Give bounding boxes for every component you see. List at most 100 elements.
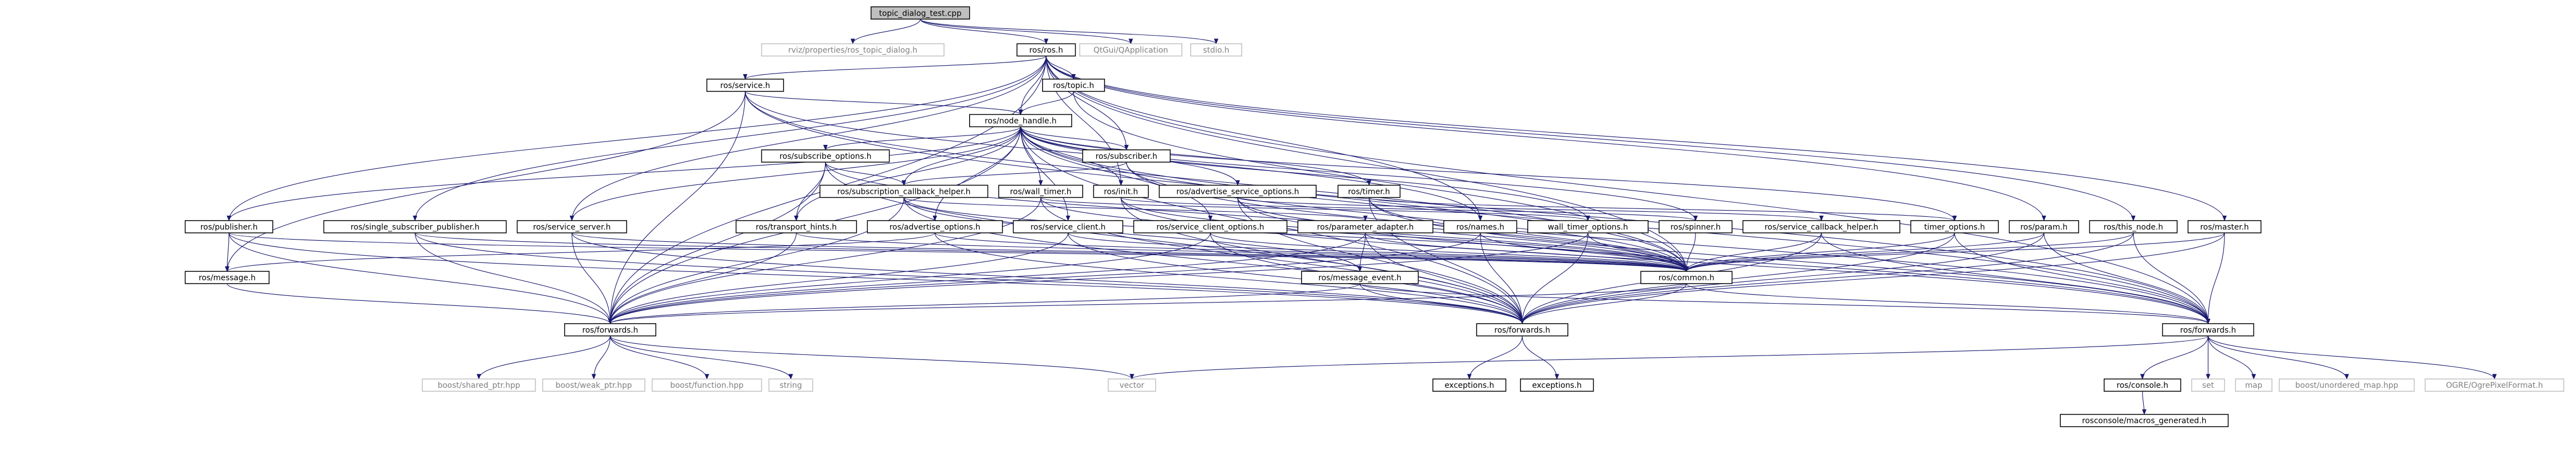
node-ros-timer[interactable]: ros/timer.h [1337, 184, 1401, 198]
node-box [706, 79, 784, 92]
edge-ros-publisher-to-ros-forwards-b [228, 232, 1524, 324]
node-ros-single-sub-pub[interactable]: ros/single_subscriber_publisher.h [323, 220, 507, 233]
edge-ros-master-to-ros-forwards-b [1520, 232, 2225, 324]
node-ros-master[interactable]: ros/master.h [2187, 220, 2262, 233]
node-ros-service[interactable]: ros/service.h [706, 79, 784, 92]
node-exceptions-a[interactable]: exceptions.h [1432, 378, 1507, 392]
edge-ros-message-event-to-ros-forwards-b [1360, 283, 1524, 324]
edge-root-to-ros-ros [920, 19, 1049, 45]
edge-ros-forwards-a-to-boost-weak [592, 335, 611, 380]
node-box [1301, 271, 1419, 284]
node-stdio: stdio.h [1190, 43, 1243, 57]
node-ros-param[interactable]: ros/param.h [2008, 220, 2079, 233]
node-ros-forwards-b[interactable]: ros/forwards.h [1476, 323, 1568, 337]
edge-ros-timer-to-ros-timer-opts [1368, 197, 1957, 221]
node-ros-publisher[interactable]: ros/publisher.h [184, 220, 273, 233]
node-ros-subscribe-options[interactable]: ros/subscribe_options.h [761, 149, 890, 163]
node-ros-transport-hints[interactable]: ros/transport_hints.h [735, 220, 857, 233]
node-box [1658, 220, 1733, 233]
edge-ros-timer-to-ros-common [1368, 197, 1689, 272]
node-label: rviz/properties/ros_topic_dialog.h [788, 46, 917, 55]
node-root[interactable]: topic_dialog_test.cpp [871, 6, 970, 20]
edge-ros-srv-client-opts-to-ros-forwards-a [608, 232, 1211, 324]
node-ros-sub-cb-helper[interactable]: ros/subscription_callback_helper.h [819, 184, 989, 198]
node-ros-message[interactable]: ros/message.h [184, 271, 270, 284]
edge-ros-common-to-ros-forwards-b [1520, 283, 1687, 324]
node-label: string [780, 381, 802, 390]
edge-ros-this-node-to-ros-common [1684, 232, 2134, 272]
edge-ros-topic-to-ros-node-handle [1018, 91, 1074, 115]
node-ros-param-adapter[interactable]: ros/parameter_adapter.h [1297, 220, 1434, 233]
edge-ros-subscribe-options-to-ros-forwards-a [608, 162, 826, 324]
edge-ros-adv-srv-opts-to-ros-srv-cb-helper [1237, 197, 1824, 221]
edge-ros-publisher-to-ros-forwards-a [228, 232, 613, 324]
node-ros-ros[interactable]: ros/ros.h [1016, 43, 1076, 57]
node-qtgui: QtGui/QApplication [1079, 43, 1182, 57]
edge-ros-message-to-ros-forwards-a [227, 283, 613, 324]
node-ros-console[interactable]: ros/console.h [2104, 378, 2182, 392]
edge-ros-publisher-to-ros-common [228, 232, 1689, 272]
node-ros-names[interactable]: ros/names.h [1443, 220, 1517, 233]
node-ros-spinner[interactable]: ros/spinner.h [1658, 220, 1733, 233]
node-ros-common[interactable]: ros/common.h [1640, 271, 1733, 284]
node-string: string [768, 378, 813, 392]
edge-ros-single-sub-pub-to-ros-common [414, 232, 1689, 272]
edge-ros-service-server-to-ros-common [571, 232, 1689, 272]
node-label: ros/advertise_service_options.h [1176, 187, 1299, 196]
node-label: boost/function.hpp [670, 381, 744, 390]
node-box [761, 149, 890, 163]
node-ros-service-server[interactable]: ros/service_server.h [516, 220, 627, 233]
node-label: ros/subscription_callback_helper.h [837, 187, 970, 196]
node-ros-node-handle[interactable]: ros/node_handle.h [969, 114, 1072, 128]
node-ros-srv-client-opts[interactable]: ros/service_client_options.h [1133, 220, 1288, 233]
node-ros-wall-timer-opts[interactable]: wall_timer_options.h [1527, 220, 1649, 233]
edge-ros-ros-to-ros-publisher [227, 56, 1047, 221]
edge-ros-message-event-to-ros-forwards-a [608, 283, 1361, 324]
edge-ros-subscribe-options-to-ros-common [825, 162, 1689, 272]
node-ogre: OGRE/OgrePixelFormat.h [2425, 378, 2564, 392]
node-label: ros/ros.h [1029, 46, 1063, 55]
node-ros-adv-srv-opts[interactable]: ros/advertise_service_options.h [1159, 184, 1317, 198]
node-box [2279, 378, 2415, 392]
node-ros-forwards-c[interactable]: ros/forwards.h [2162, 323, 2255, 337]
edge-ros-service-to-ros-node-handle [745, 91, 1023, 115]
edge-ros-node-handle-to-ros-publisher [227, 126, 1021, 221]
edge-ros-service-server-to-ros-forwards-a [571, 232, 613, 324]
node-box [2235, 378, 2272, 392]
node-ros-init[interactable]: ros/init.h [1093, 184, 1149, 198]
node-map: map [2235, 378, 2272, 392]
edge-ros-init-to-ros-forwards-b [1121, 197, 1525, 324]
edge-ros-node-handle-to-ros-timer-opts [1020, 126, 1957, 221]
edge-ros-service-client-to-ros-forwards-a [608, 232, 1069, 324]
node-ros-wall-timer[interactable]: ros/wall_timer.h [998, 184, 1083, 198]
edge-ros-spinner-to-ros-common [1684, 232, 1696, 272]
node-ros-srv-cb-helper[interactable]: ros/service_callback_helper.h [1742, 220, 1900, 233]
node-rosconsole-macros[interactable]: rosconsole/macros_generated.h [2060, 413, 2229, 427]
node-ros-this-node[interactable]: ros/this_node.h [2089, 220, 2178, 233]
edge-ros-service-to-ros-forwards-c [745, 91, 2211, 324]
node-ros-timer-opts[interactable]: timer_options.h [1910, 220, 1999, 233]
edge-ros-param-adapter-to-ros-forwards-a [608, 232, 1366, 324]
node-box [2089, 220, 2178, 233]
node-ros-forwards-a[interactable]: ros/forwards.h [564, 323, 657, 337]
node-ros-advertise-options[interactable]: ros/advertise_options.h [867, 220, 1003, 233]
node-label: ros/console.h [2116, 381, 2168, 390]
node-box [1476, 323, 1568, 337]
edge-ros-forwards-c-to-ros-console [2140, 335, 2209, 380]
edge-ros-forwards-c-to-map [2207, 335, 2256, 380]
node-ros-subscriber[interactable]: ros/subscriber.h [1082, 149, 1171, 163]
node-label: ros/forwards.h [2180, 326, 2236, 335]
node-ros-service-client[interactable]: ros/service_client.h [1013, 220, 1123, 233]
edge-ros-advertise-options-to-ros-message [225, 232, 936, 272]
edge-ros-node-handle-to-ros-common [1020, 126, 1689, 272]
node-exceptions-b[interactable]: exceptions.h [1520, 378, 1594, 392]
node-label: timer_options.h [1924, 223, 1985, 232]
node-ros-topic[interactable]: ros/topic.h [1042, 79, 1105, 92]
node-label: topic_dialog_test.cpp [879, 9, 961, 18]
node-label: ros/subscriber.h [1096, 152, 1157, 161]
node-ros-message-event[interactable]: ros/message_event.h [1301, 271, 1419, 284]
node-label: ros/service_client_options.h [1156, 223, 1264, 232]
edge-ros-forwards-a-to-string [610, 335, 793, 380]
edge-ros-common-to-ros-forwards-c [1686, 283, 2211, 324]
